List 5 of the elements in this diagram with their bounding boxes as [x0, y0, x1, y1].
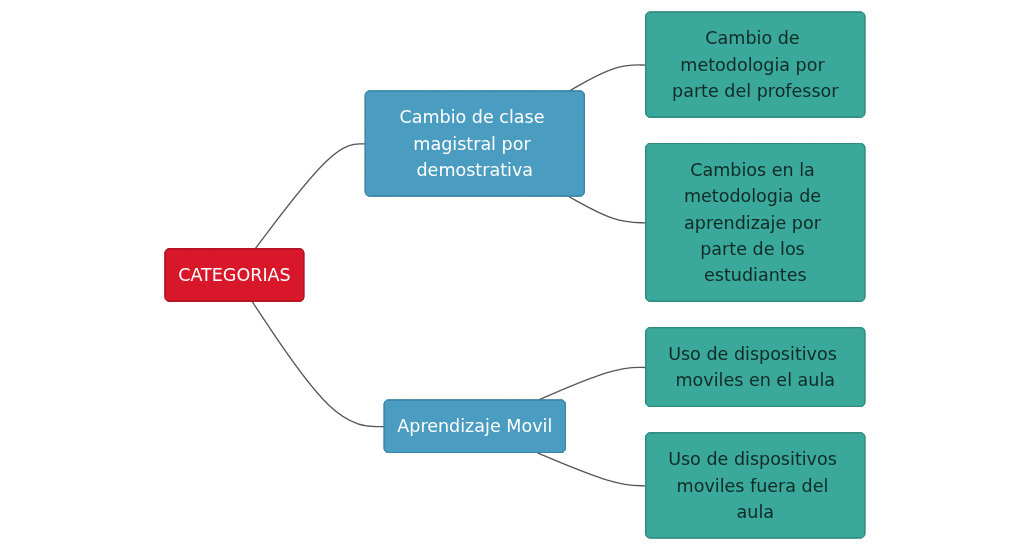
connector: [568, 195, 647, 224]
connector: [536, 452, 647, 487]
connector: [254, 143, 367, 250]
connector: [251, 301, 386, 428]
connector: [568, 64, 647, 92]
